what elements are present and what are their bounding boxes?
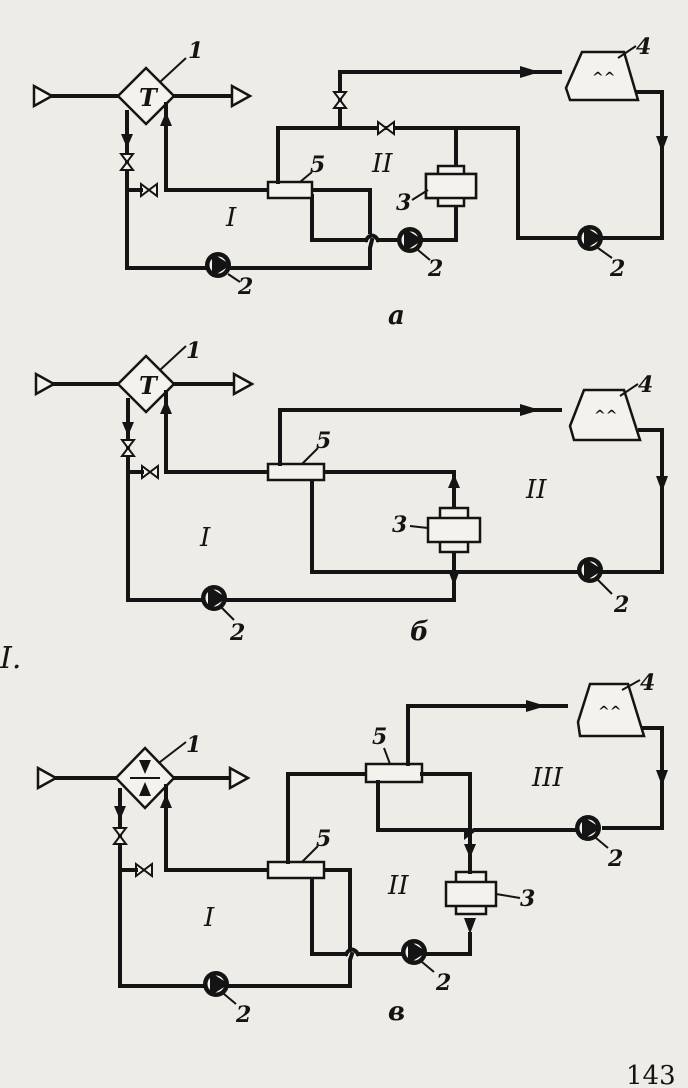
label-5: 5 (310, 152, 325, 178)
pump-2 (203, 971, 229, 997)
scheme-caption: в (388, 997, 405, 1027)
pump-2 (577, 557, 603, 583)
svg-text:^^: ^^ (594, 408, 617, 424)
label-2: 2 (427, 256, 443, 282)
label-2: 2 (613, 592, 629, 618)
unit-4 (576, 682, 646, 738)
scheme-a: T ^^ 1 5 (32, 34, 668, 331)
unit-4 (568, 388, 642, 442)
label-1: 1 (186, 338, 201, 364)
pump-2 (577, 225, 603, 251)
unit-4 (564, 50, 640, 102)
label-3: 3 (392, 512, 407, 538)
side-mark: I. (0, 641, 21, 676)
zone-II: II (525, 475, 547, 505)
unit-5 (266, 180, 314, 200)
inlet-arrow-icon (36, 765, 59, 791)
label-3: 3 (520, 886, 535, 912)
unit-5 (266, 860, 326, 880)
pump-2 (201, 585, 227, 611)
label-4: 4 (638, 372, 653, 398)
scheme-caption: б (410, 617, 429, 647)
unit-5 (364, 762, 424, 784)
pump-2 (205, 252, 231, 278)
page-number: 143 (626, 1061, 676, 1088)
label-2: 2 (435, 970, 451, 996)
pump-2 (575, 815, 601, 841)
scheme-caption: а (388, 301, 405, 331)
zone-I: I (225, 203, 237, 233)
label-5: 5 (316, 428, 331, 454)
label-2: 2 (607, 846, 623, 872)
inlet-arrow-icon (32, 83, 55, 109)
scheme-c: ^^ 1 5 5 3 4 2 2 2 I II III в (36, 670, 668, 1028)
outlet-arrow-icon (232, 371, 255, 397)
zone-II: II (371, 149, 393, 179)
label-4: 4 (636, 34, 651, 60)
svg-text:^^: ^^ (592, 70, 615, 86)
unit-5 (266, 462, 326, 482)
unit-3 (444, 880, 498, 908)
zone-II: II (387, 871, 409, 901)
inlet-arrow-icon (34, 371, 57, 397)
label-5: 5 (316, 826, 331, 852)
temp-mark: T (139, 83, 159, 112)
label-1: 1 (188, 38, 203, 64)
pump-2 (401, 939, 427, 965)
zone-I: I (199, 523, 211, 553)
label-2: 2 (609, 256, 625, 282)
svg-text:^^: ^^ (598, 704, 621, 720)
label-2: 2 (237, 274, 253, 300)
label-5: 5 (372, 724, 387, 750)
label-4: 4 (640, 670, 655, 696)
label-2: 2 (229, 620, 245, 646)
label-1: 1 (186, 732, 201, 758)
zone-III: III (531, 763, 564, 793)
zone-I: I (203, 903, 215, 933)
outlet-arrow-icon (230, 83, 253, 109)
temp-mark: T (139, 371, 159, 400)
label-2: 2 (235, 1002, 251, 1028)
unit-3 (426, 516, 482, 544)
scheme-b: T ^^ 1 5 3 4 2 (34, 338, 668, 647)
pump-2 (397, 227, 423, 253)
outlet-arrow-icon (228, 765, 251, 791)
label-3: 3 (396, 190, 411, 216)
